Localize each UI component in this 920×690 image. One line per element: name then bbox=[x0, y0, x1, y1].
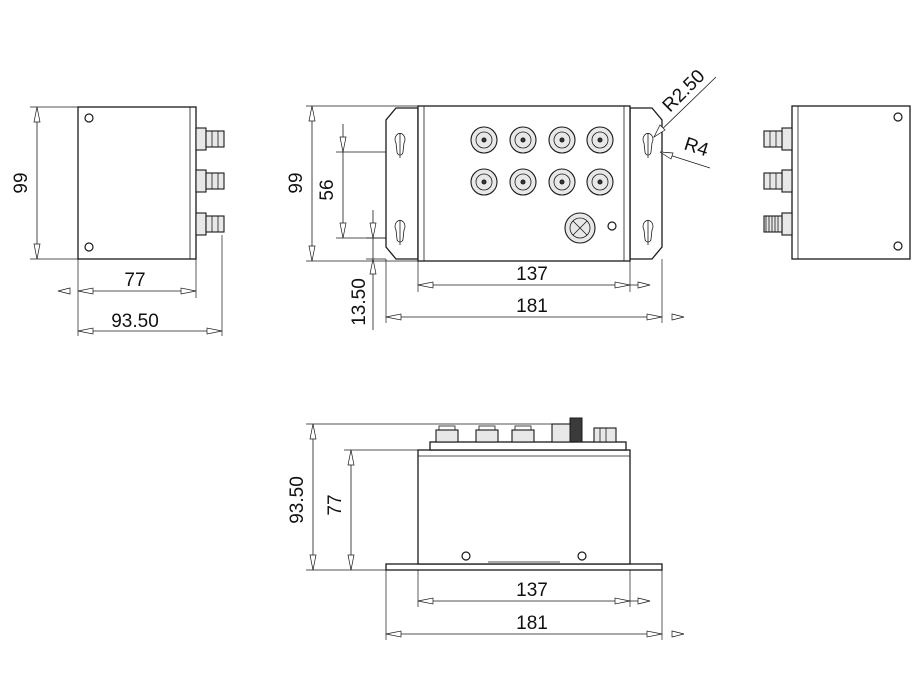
left-side-view: 99 77 93.50 bbox=[11, 106, 225, 336]
bottom-total-width-dimension: 181 bbox=[516, 613, 548, 634]
hole-offset-dimension: 13.50 bbox=[349, 278, 370, 326]
m12-connector-icon bbox=[470, 168, 498, 196]
right-side-view-body bbox=[791, 105, 911, 260]
corner-radius-label: R4 bbox=[681, 134, 711, 162]
m12-connector-icon bbox=[511, 425, 535, 443]
screw-head-icon bbox=[461, 551, 471, 561]
m12-connector-icon bbox=[763, 127, 793, 151]
power-connector-icon bbox=[564, 212, 596, 244]
m12-connector-icon bbox=[470, 126, 498, 154]
screw-head-icon bbox=[84, 242, 94, 252]
m12-connector-icon bbox=[586, 168, 614, 196]
keyhole-slot-icon bbox=[394, 220, 406, 245]
side-height-dimension: 99 bbox=[11, 172, 32, 193]
m12-connector-icon bbox=[435, 425, 459, 443]
bottom-total-height-dimension: 93.50 bbox=[287, 476, 308, 524]
m12-connector-icon bbox=[509, 168, 537, 196]
side-view-body bbox=[77, 106, 197, 260]
m12-connector-icon bbox=[195, 127, 225, 151]
bottom-body-width-dimension: 137 bbox=[516, 580, 548, 601]
side-depth-dimension: 77 bbox=[124, 270, 145, 291]
front-height-dimension: 99 bbox=[286, 172, 307, 193]
power-connector-icon bbox=[551, 417, 617, 443]
side-total-depth-dimension: 93.50 bbox=[111, 311, 159, 332]
m12-connector-icon bbox=[475, 425, 499, 443]
screw-head-icon bbox=[893, 241, 903, 251]
base-plate bbox=[385, 563, 663, 571]
front-view: 99 56 13.50 137 181 R2.50 bbox=[286, 66, 717, 330]
left-mounting-flange bbox=[385, 107, 419, 260]
bottom-view: 93.50 77 137 181 bbox=[287, 417, 685, 640]
keyhole-slot-icon bbox=[642, 133, 654, 158]
hole-spacing-dimension: 56 bbox=[317, 179, 338, 200]
m12-connector-icon bbox=[509, 126, 537, 154]
m12-connector-icon bbox=[195, 169, 225, 193]
screw-head-icon bbox=[577, 551, 587, 561]
screw-head-icon bbox=[893, 112, 903, 122]
m12-connector-icon bbox=[763, 212, 793, 236]
m12-connector-icon bbox=[763, 169, 793, 193]
bottom-view-body bbox=[417, 449, 631, 565]
connector-strip bbox=[429, 441, 627, 451]
m12-connector-icon bbox=[586, 126, 614, 154]
screw-head-icon bbox=[607, 221, 617, 231]
m12-connector-icon bbox=[548, 126, 576, 154]
keyhole-slot-icon bbox=[642, 220, 654, 245]
front-total-width-dimension: 181 bbox=[516, 296, 548, 317]
front-body-width-dimension: 137 bbox=[516, 264, 548, 285]
screw-head-icon bbox=[84, 113, 94, 123]
keyhole-slot-icon bbox=[394, 133, 406, 158]
bottom-body-height-dimension: 77 bbox=[325, 494, 346, 515]
right-side-view bbox=[763, 105, 911, 260]
m12-connector-icon bbox=[548, 168, 576, 196]
m12-connector-icon bbox=[195, 212, 225, 236]
